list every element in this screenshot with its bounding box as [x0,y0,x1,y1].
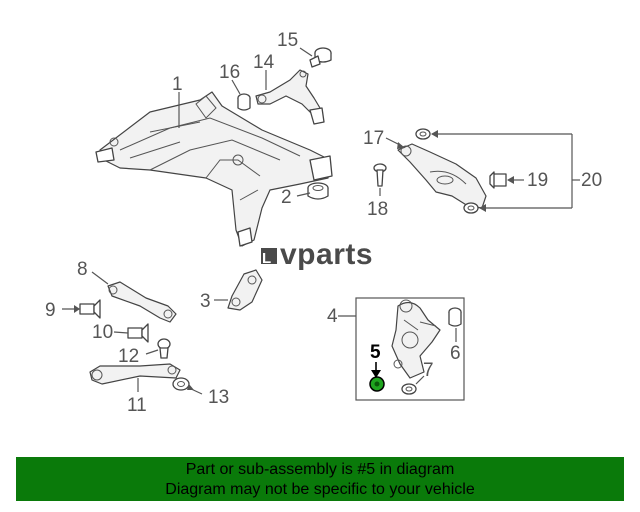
bolt-part-10 [127,323,149,343]
bolt-part-18 [373,163,387,187]
callout-7: 7 [423,360,434,381]
callout-11: 11 [127,395,147,416]
leader-17-arrow [397,142,405,149]
bolt-part-9 [79,299,101,319]
link-part-11 [89,363,181,385]
callout-4: 4 [327,306,338,327]
callout-18: 18 [367,199,388,220]
leader-12 [145,349,159,355]
callout-19: 19 [527,170,548,191]
leader-2 [296,192,311,197]
logo-text: vparts [280,238,373,271]
callout-8: 8 [77,259,88,280]
info-banner: Part or sub-assembly is #5 in diagram Di… [16,457,624,501]
upper-arm-part-14 [255,69,325,125]
bolt-part-12 [157,338,171,359]
callout-1: 1 [172,74,183,95]
callout-2: 2 [281,187,292,208]
callout-14: 14 [253,52,275,73]
leader-19-arrow [507,176,514,184]
bolt-part-15 [309,47,332,68]
callout-6: 6 [450,343,461,364]
banner-line-1: Part or sub-assembly is #5 in diagram [185,461,455,478]
callout-5: 5 [370,342,381,363]
callout-3: 3 [200,291,211,312]
bushing-lower-part-20 [463,202,479,214]
leader-15 [299,47,313,57]
subframe-part-1 [95,91,333,247]
callout-15: 15 [277,30,298,51]
callout-13: 13 [208,387,229,408]
leader-7 [415,375,425,385]
bushing-part-13 [172,377,190,391]
leader-13-arrow [187,384,194,390]
callout-12: 12 [118,346,139,367]
sleeve-part-6 [448,307,462,327]
callout-17: 17 [363,128,384,149]
leader-9-arrow [74,305,80,313]
bushing-part-16 [237,93,251,111]
leader-10 [113,331,129,334]
highlighted-part-5 [369,376,385,392]
nut-part-7 [401,383,417,395]
knuckle-assembly-part-4 [355,297,465,401]
link-bracket-part-3 [227,269,263,311]
evparts-logo: L vparts [261,238,373,271]
leader-20-bracket [431,130,580,212]
callout-20: 20 [581,170,602,191]
logo-mark: L [262,250,272,267]
bushing-part-2 [307,182,329,200]
lower-arm-part-17 [397,143,487,209]
banner-line-2: Diagram may not be specific to your vehi… [165,481,475,498]
bushing-upper-part-20 [415,128,431,140]
callout-16: 16 [219,62,240,83]
leader-8 [91,271,109,285]
callout-10: 10 [92,322,113,343]
leader-5-arrow [371,370,381,378]
leader-16 [231,79,241,95]
callout-9: 9 [45,300,56,321]
bolt-part-19 [489,171,507,189]
link-part-8 [107,281,177,323]
